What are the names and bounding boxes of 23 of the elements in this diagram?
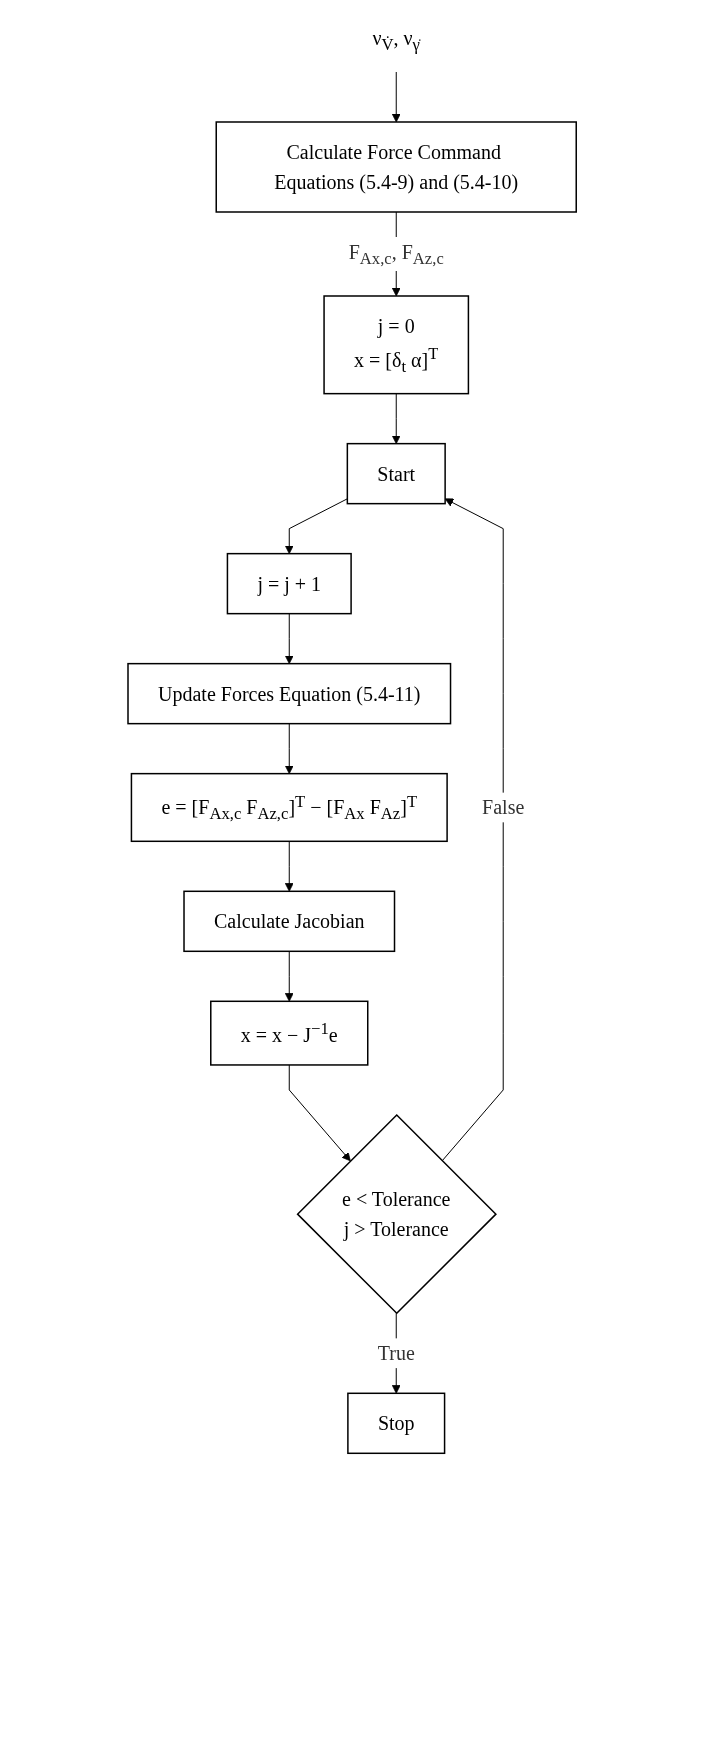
arrow [391,71,401,123]
node-box: j = 0 x = [δ$_{t}$ α]$^{T}$ [323,295,470,395]
arrow [288,1064,351,1162]
arrow [284,950,294,1002]
node-box: Start [346,442,446,505]
arrow [441,498,504,1162]
arrow [284,840,294,892]
node-box: Calculate Jacobian [183,890,396,953]
edge-label: True [377,1342,415,1365]
node-box: Stop [347,1392,446,1455]
arrow [391,393,401,445]
node-box: x = x − J$^{−1}$e [209,1000,369,1066]
arrow [284,613,294,665]
node-box: e = [F$_{Ax,c}$ F$_{Az,c}$]$^{T}$ − [F$_{Ax}$ F$_{Az}$]$^{T}$ [130,772,448,843]
edge-label: False [481,796,525,819]
node-text: ν$_{V̇}$, ν$_{γ̇}$ [372,27,420,54]
node-box: Calculate Force Command Equations (5.4-9) and (5.4-10) [215,121,577,213]
node-diamond: e < Tolerance j > Tolerance [296,1113,497,1315]
node-box: j = j + 1 [226,552,352,615]
edge-label: F$_{Ax,c}$, F$_{Az,c}$ [348,241,444,268]
arrow [284,723,294,775]
arrow [284,498,348,555]
node-box: Update Forces Equation (5.4-11) [127,662,452,725]
